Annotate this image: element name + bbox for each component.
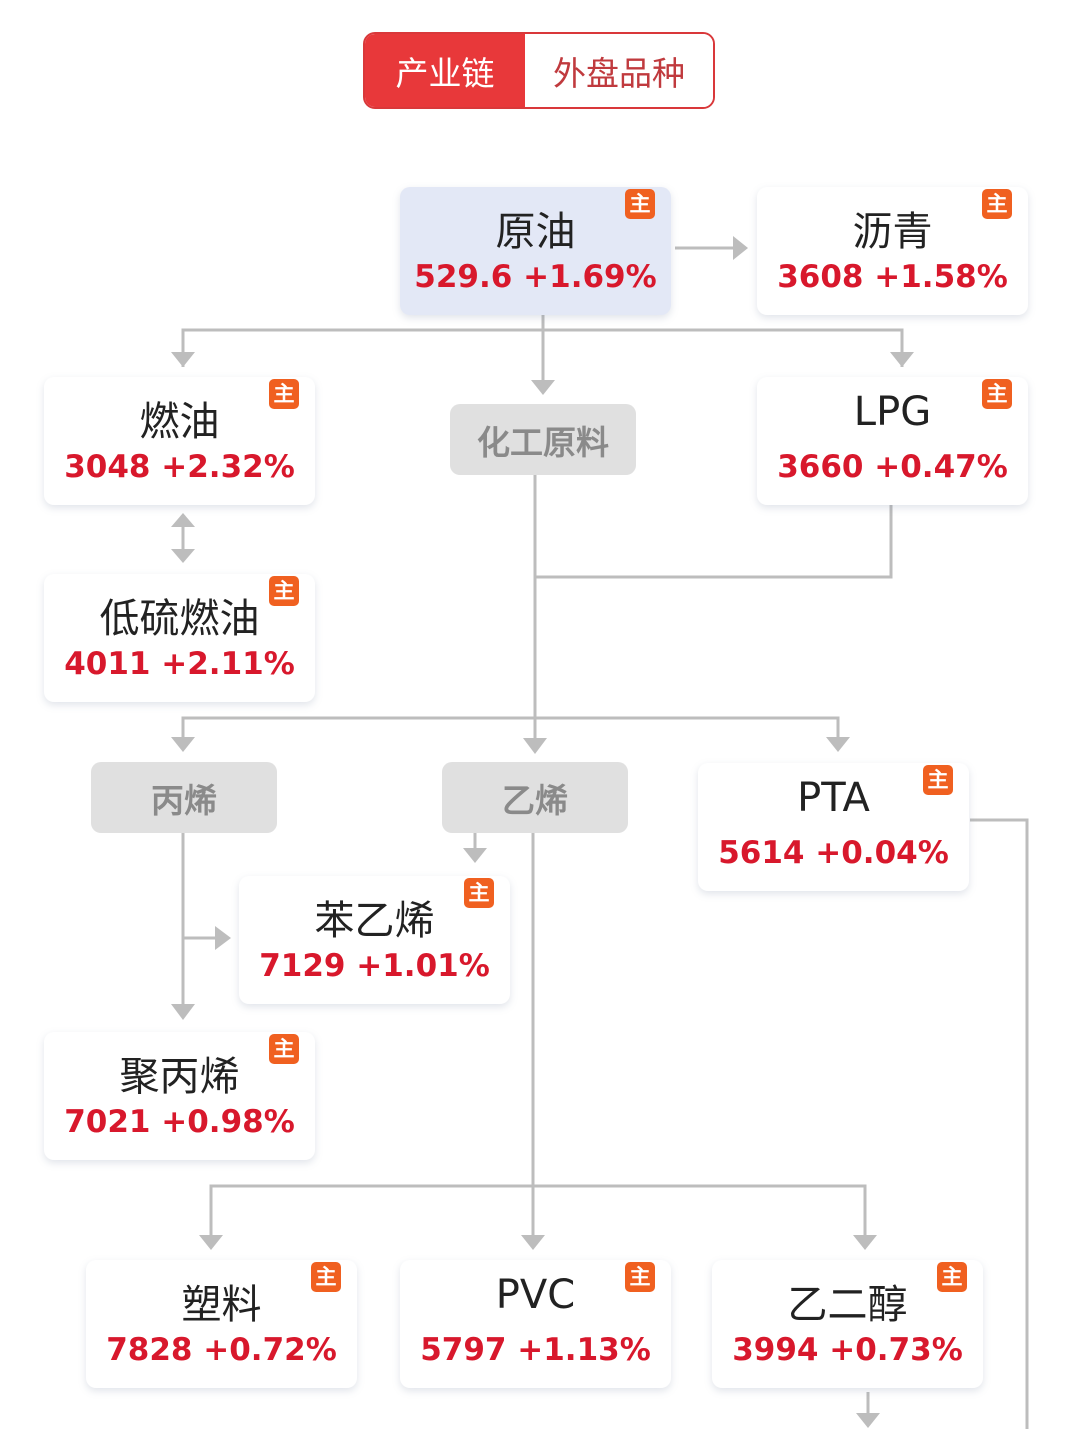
node-polypropylene[interactable]: 聚丙烯 7021 +0.98% 主 xyxy=(44,1032,315,1160)
main-contract-badge-icon: 主 xyxy=(269,576,299,606)
node-name: PTA xyxy=(797,775,870,821)
node-plastic[interactable]: 塑料 7828 +0.72% 主 xyxy=(86,1260,357,1388)
node-crude-oil[interactable]: 原油 529.6 +1.69% 主 xyxy=(400,187,671,315)
node-name: 原油 xyxy=(495,209,576,255)
node-ethylene-glycol[interactable]: 乙二醇 3994 +0.73% 主 xyxy=(712,1260,983,1388)
group-propylene: 丙烯 xyxy=(91,762,277,833)
group-chemical-materials: 化工原料 xyxy=(450,404,636,475)
node-quote: 5797 +1.13% xyxy=(420,1332,651,1368)
node-name: LPG xyxy=(853,389,932,435)
node-name: 燃油 xyxy=(139,399,220,445)
node-name: 聚丙烯 xyxy=(119,1054,240,1100)
node-name: 低硫燃油 xyxy=(99,596,260,642)
main-contract-badge-icon: 主 xyxy=(269,1034,299,1064)
node-name: 苯乙烯 xyxy=(314,898,435,944)
main-contract-badge-icon: 主 xyxy=(625,1262,655,1292)
main-contract-badge-icon: 主 xyxy=(269,379,299,409)
main-contract-badge-icon: 主 xyxy=(923,765,953,795)
main-contract-badge-icon: 主 xyxy=(982,189,1012,219)
node-styrene[interactable]: 苯乙烯 7129 +1.01% 主 xyxy=(239,876,510,1004)
node-quote: 7021 +0.98% xyxy=(64,1104,295,1140)
node-quote: 7129 +1.01% xyxy=(259,948,490,984)
node-quote: 3048 +2.32% xyxy=(64,449,295,485)
node-pta[interactable]: PTA 5614 +0.04% 主 xyxy=(698,763,969,891)
tab-industry-chain[interactable]: 产业链 xyxy=(365,34,525,107)
node-asphalt[interactable]: 沥青 3608 +1.58% 主 xyxy=(757,187,1028,315)
node-pvc[interactable]: PVC 5797 +1.13% 主 xyxy=(400,1260,671,1388)
group-ethylene: 乙烯 xyxy=(442,762,628,833)
node-quote: 3608 +1.58% xyxy=(777,259,1008,295)
node-quote: 3994 +0.73% xyxy=(732,1332,963,1368)
tab-foreign-varieties[interactable]: 外盘品种 xyxy=(525,34,713,107)
node-low-sulfur-fuel-oil[interactable]: 低硫燃油 4011 +2.11% 主 xyxy=(44,574,315,702)
node-quote: 529.6 +1.69% xyxy=(414,259,657,295)
main-contract-badge-icon: 主 xyxy=(625,189,655,219)
node-quote: 5614 +0.04% xyxy=(718,835,949,871)
main-contract-badge-icon: 主 xyxy=(937,1262,967,1292)
main-contract-badge-icon: 主 xyxy=(311,1262,341,1292)
main-contract-badge-icon: 主 xyxy=(464,878,494,908)
node-name: 沥青 xyxy=(852,209,933,255)
node-name: 乙二醇 xyxy=(787,1282,908,1328)
node-name: PVC xyxy=(495,1272,576,1318)
node-quote: 7828 +0.72% xyxy=(106,1332,337,1368)
main-contract-badge-icon: 主 xyxy=(982,379,1012,409)
node-lpg[interactable]: LPG 3660 +0.47% 主 xyxy=(757,377,1028,505)
tab-bar: 产业链 外盘品种 xyxy=(363,32,715,109)
node-name: 塑料 xyxy=(181,1282,262,1328)
node-quote: 4011 +2.11% xyxy=(64,646,295,682)
node-quote: 3660 +0.47% xyxy=(777,449,1008,485)
node-fuel-oil[interactable]: 燃油 3048 +2.32% 主 xyxy=(44,377,315,505)
